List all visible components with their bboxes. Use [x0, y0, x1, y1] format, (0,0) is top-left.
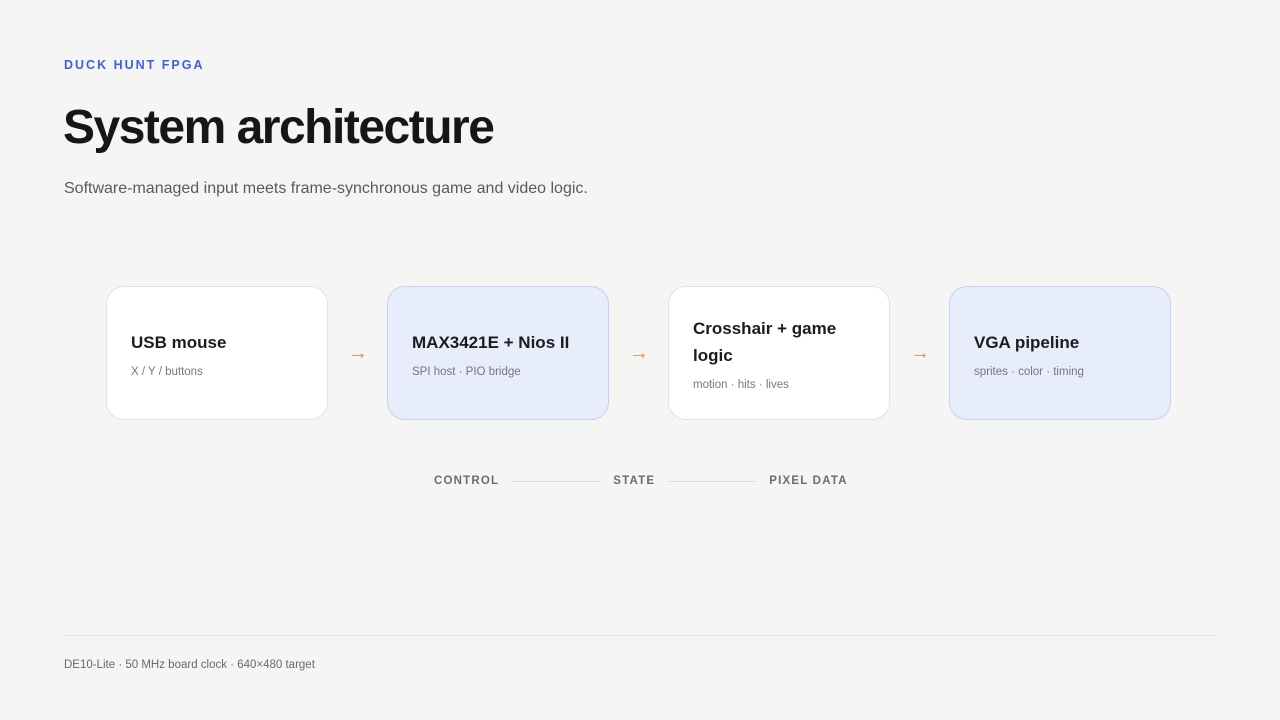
node-title: USB mouse — [131, 332, 227, 352]
node-title: VGA pipeline — [974, 332, 1080, 352]
architecture-pipeline: USB mouse X / Y / buttons → MAX3421E + N… — [106, 286, 1174, 422]
node-vga-pipeline: VGA pipeline sprites · color · timing — [949, 286, 1171, 420]
legend-control: CONTROL — [434, 475, 500, 487]
legend-pixel-data: PIXEL DATA — [769, 475, 848, 487]
legend-divider — [513, 480, 600, 482]
node-title: MAX3421E + Nios II — [412, 332, 570, 352]
node-subtitle: motion · hits · lives — [693, 379, 789, 391]
node-subtitle: X / Y / buttons — [131, 365, 203, 378]
legend-divider — [669, 480, 756, 482]
node-crosshair-game-logic: Crosshair + game logic motion · hits · l… — [668, 286, 890, 420]
signal-legend: CONTROL STATE PIXEL DATA — [434, 475, 848, 487]
footer-divider — [64, 635, 1217, 636]
arrow-right-icon: → — [910, 342, 930, 364]
page-subtitle: Software-managed input meets frame-synch… — [64, 180, 588, 197]
arrow-right-icon: → — [348, 342, 368, 364]
legend-state: STATE — [613, 475, 656, 487]
page-title: System architecture — [63, 101, 495, 154]
node-max3421e-nios: MAX3421E + Nios II SPI host · PIO bridge — [387, 286, 609, 420]
footer-note: DE10-Lite · 50 MHz board clock · 640×480… — [64, 659, 315, 671]
arrow-right-icon: → — [629, 342, 649, 364]
node-usb-mouse: USB mouse X / Y / buttons — [106, 286, 328, 420]
node-title: Crosshair + game logic — [693, 319, 837, 365]
eyebrow-label: DUCK HUNT FPGA — [64, 58, 205, 72]
node-subtitle: sprites · color · timing — [974, 365, 1084, 378]
node-subtitle: SPI host · PIO bridge — [412, 365, 521, 378]
